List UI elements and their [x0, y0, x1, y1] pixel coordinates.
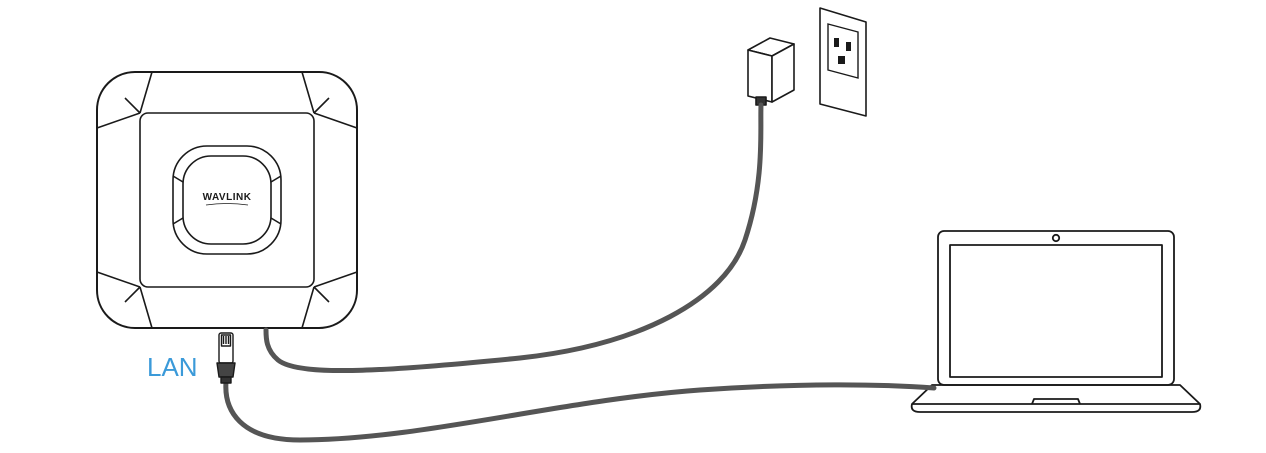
lan-port-label: LAN: [147, 352, 198, 382]
power-cable: [263, 102, 764, 374]
laptop-base: [910, 384, 1202, 413]
router-brand-logo: WAVLINK: [203, 192, 252, 203]
ethernet-cable: [223, 379, 937, 443]
router-device-icon: [96, 71, 358, 329]
ethernet-connector-icon: [216, 332, 236, 384]
laptop-screen: [949, 244, 1163, 378]
router-inner-panel: [139, 112, 315, 288]
cables: [223, 102, 937, 443]
wall-outlet-icon: [819, 7, 867, 117]
router-bevels: [96, 71, 358, 329]
laptop-trackpad-notch: [1031, 398, 1081, 405]
power-adapter-icon: [747, 37, 795, 106]
router-badge-inner: [182, 155, 272, 245]
laptop-icon: [910, 230, 1202, 413]
laptop-lid: [937, 230, 1175, 386]
laptop-webcam: [1051, 233, 1061, 243]
router-outer-shell: [96, 71, 358, 329]
router-brand-swoosh: [205, 203, 249, 206]
router-badge-outer: [172, 145, 282, 255]
